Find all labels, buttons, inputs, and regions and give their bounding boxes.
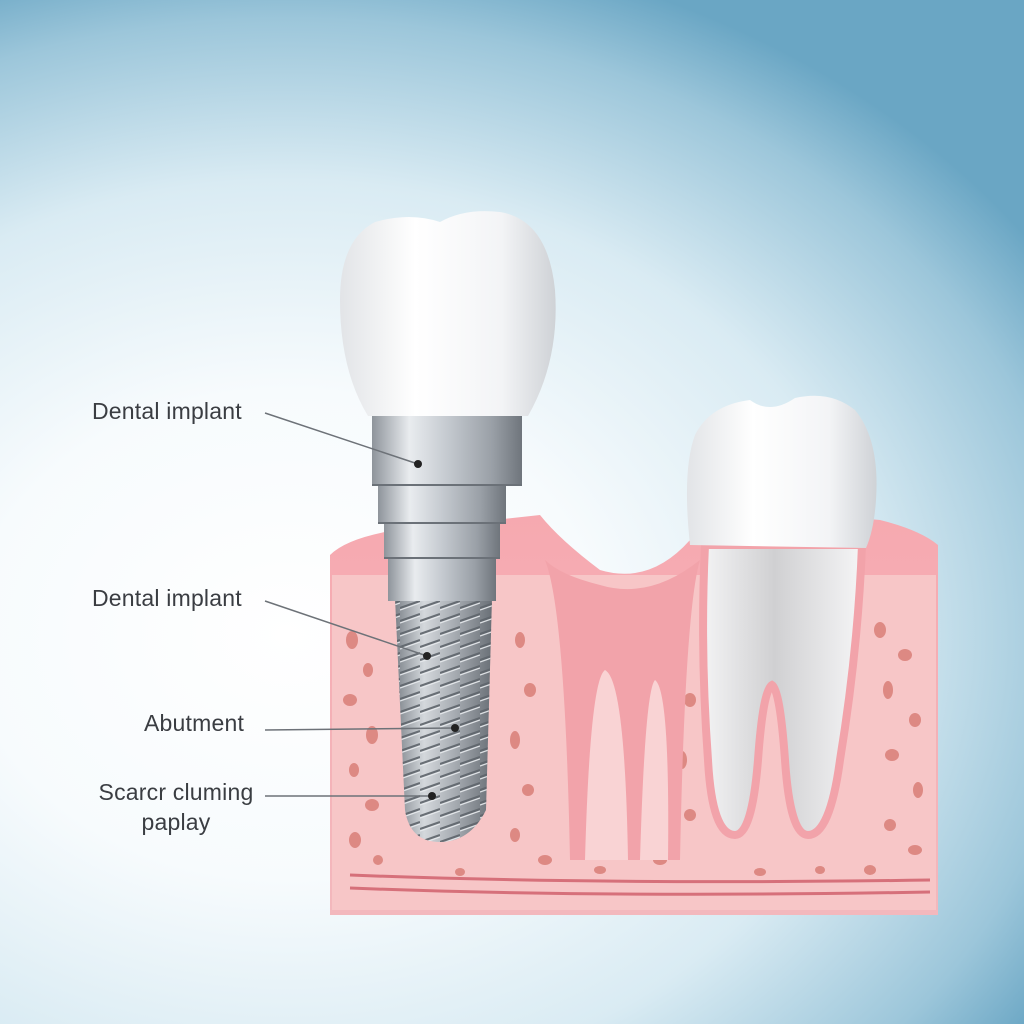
bone-texture	[343, 622, 923, 876]
label-scarcr-cluming: Scarcr cluming paplay	[94, 777, 258, 837]
natural-tooth-crown	[686, 395, 877, 548]
label-abutment: Abutment	[144, 710, 245, 736]
label-dental-implant-upper: Dental implant	[92, 398, 242, 424]
natural-tooth-root	[699, 541, 867, 840]
implant-screw	[395, 598, 492, 842]
label-dental-implant-lower: Dental implant	[92, 585, 242, 611]
leader-lines	[264, 412, 456, 797]
bone-lines	[349, 873, 931, 896]
label-line-1: Scarcr cluming	[98, 779, 254, 805]
leader-dots	[414, 460, 459, 800]
implant-crown	[340, 211, 556, 416]
tooth-sockets	[545, 560, 700, 860]
label-line-2: paplay	[141, 809, 211, 835]
abutment	[372, 415, 522, 601]
